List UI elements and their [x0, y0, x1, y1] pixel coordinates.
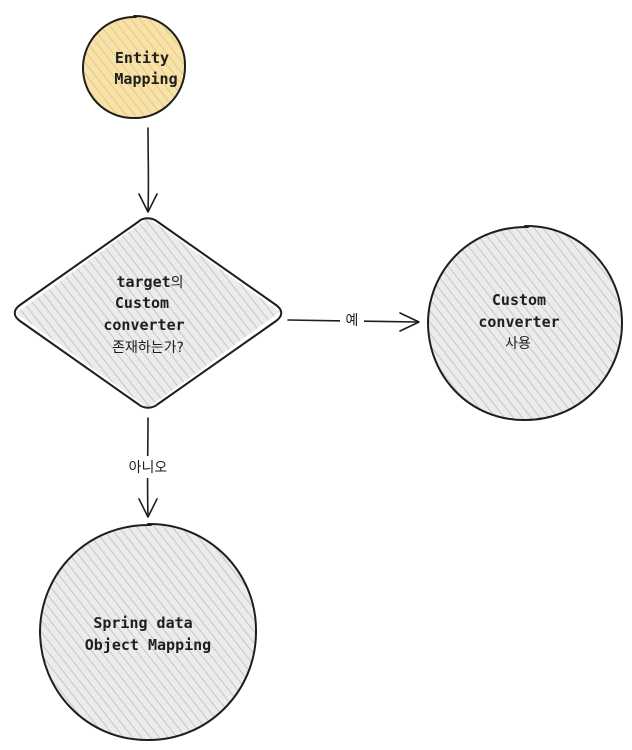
spring-node-label-line1: Spring data: [93, 614, 192, 632]
start-node-entity-mapping[interactable]: Entity Mapping: [81, 14, 187, 120]
edge-decision-to-custom-yes: 예: [287, 310, 420, 332]
custom-converter-label-line3: 사용: [505, 336, 531, 352]
start-node-label-line1: Entity: [115, 49, 169, 67]
spring-data-object-mapping-node[interactable]: Spring data Object Mapping: [39, 522, 258, 742]
edge-label-no: 아니오: [129, 460, 168, 476]
decision-label-line3: converter: [103, 316, 184, 334]
edge-start-to-decision: [138, 127, 158, 213]
custom-converter-node[interactable]: Custom converter 사용: [427, 224, 623, 422]
edge-decision-to-spring-no: 아니오: [120, 417, 176, 518]
custom-converter-label-line1: Custom: [492, 291, 546, 309]
custom-converter-label-line2: converter: [478, 313, 559, 331]
spring-node-label-line2: Object Mapping: [85, 636, 211, 654]
decision-label-line1: target의: [116, 273, 183, 291]
start-node-label-line2: Mapping: [114, 70, 177, 88]
decision-label-line4: 존재하는가?: [112, 340, 184, 356]
edge-label-yes: 예: [346, 313, 359, 329]
decision-node-custom-converter-exists[interactable]: target의 Custom converter 존재하는가?: [13, 217, 283, 409]
decision-label-line2: Custom: [115, 294, 169, 312]
